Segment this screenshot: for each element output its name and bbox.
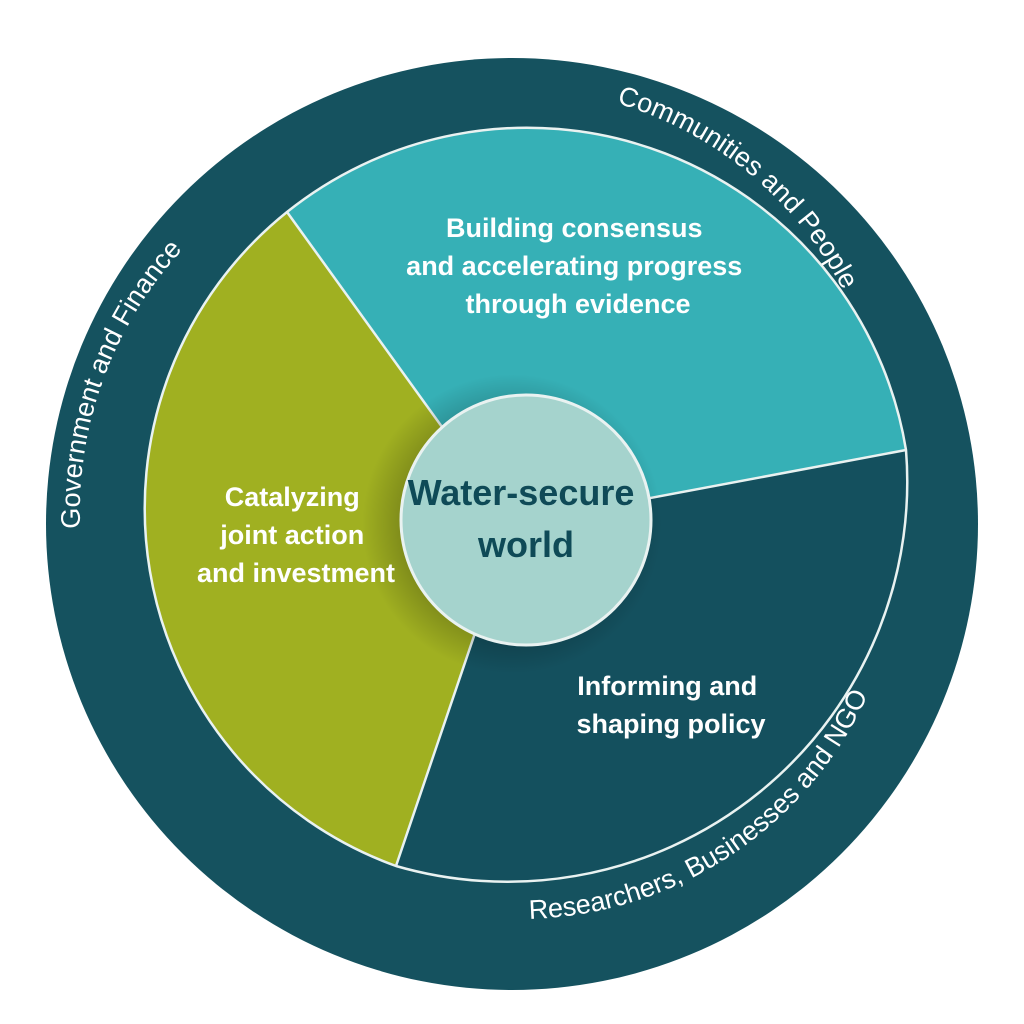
segment-evidence-line-3: through evidence: [465, 289, 690, 319]
segment-evidence-line-2: and accelerating progress: [406, 251, 742, 281]
segment-investment: [144, 212, 512, 866]
center-circle: [399, 393, 653, 647]
segment-label-policy: Informing and shaping policy: [576, 671, 765, 739]
segment-evidence-line-1: Building consensus: [446, 213, 703, 243]
segment-investment-line-3: and investment: [197, 558, 395, 588]
center-label: Water-secure world: [408, 472, 645, 565]
segment-policy-line-1: Informing and: [577, 671, 757, 701]
inner-boundary-arc: [143, 126, 909, 884]
segment-investment-line-2: joint action: [219, 520, 364, 550]
center-label-line-2: world: [477, 524, 574, 565]
center-label-line-1: Water-secure: [408, 472, 635, 513]
segment-label-evidence: Building consensus and accelerating prog…: [406, 213, 750, 319]
segment-label-investment: Catalyzing joint action and investment: [197, 482, 395, 588]
segment-policy-line-2: shaping policy: [576, 709, 765, 739]
segment-investment-line-1: Catalyzing: [225, 482, 360, 512]
